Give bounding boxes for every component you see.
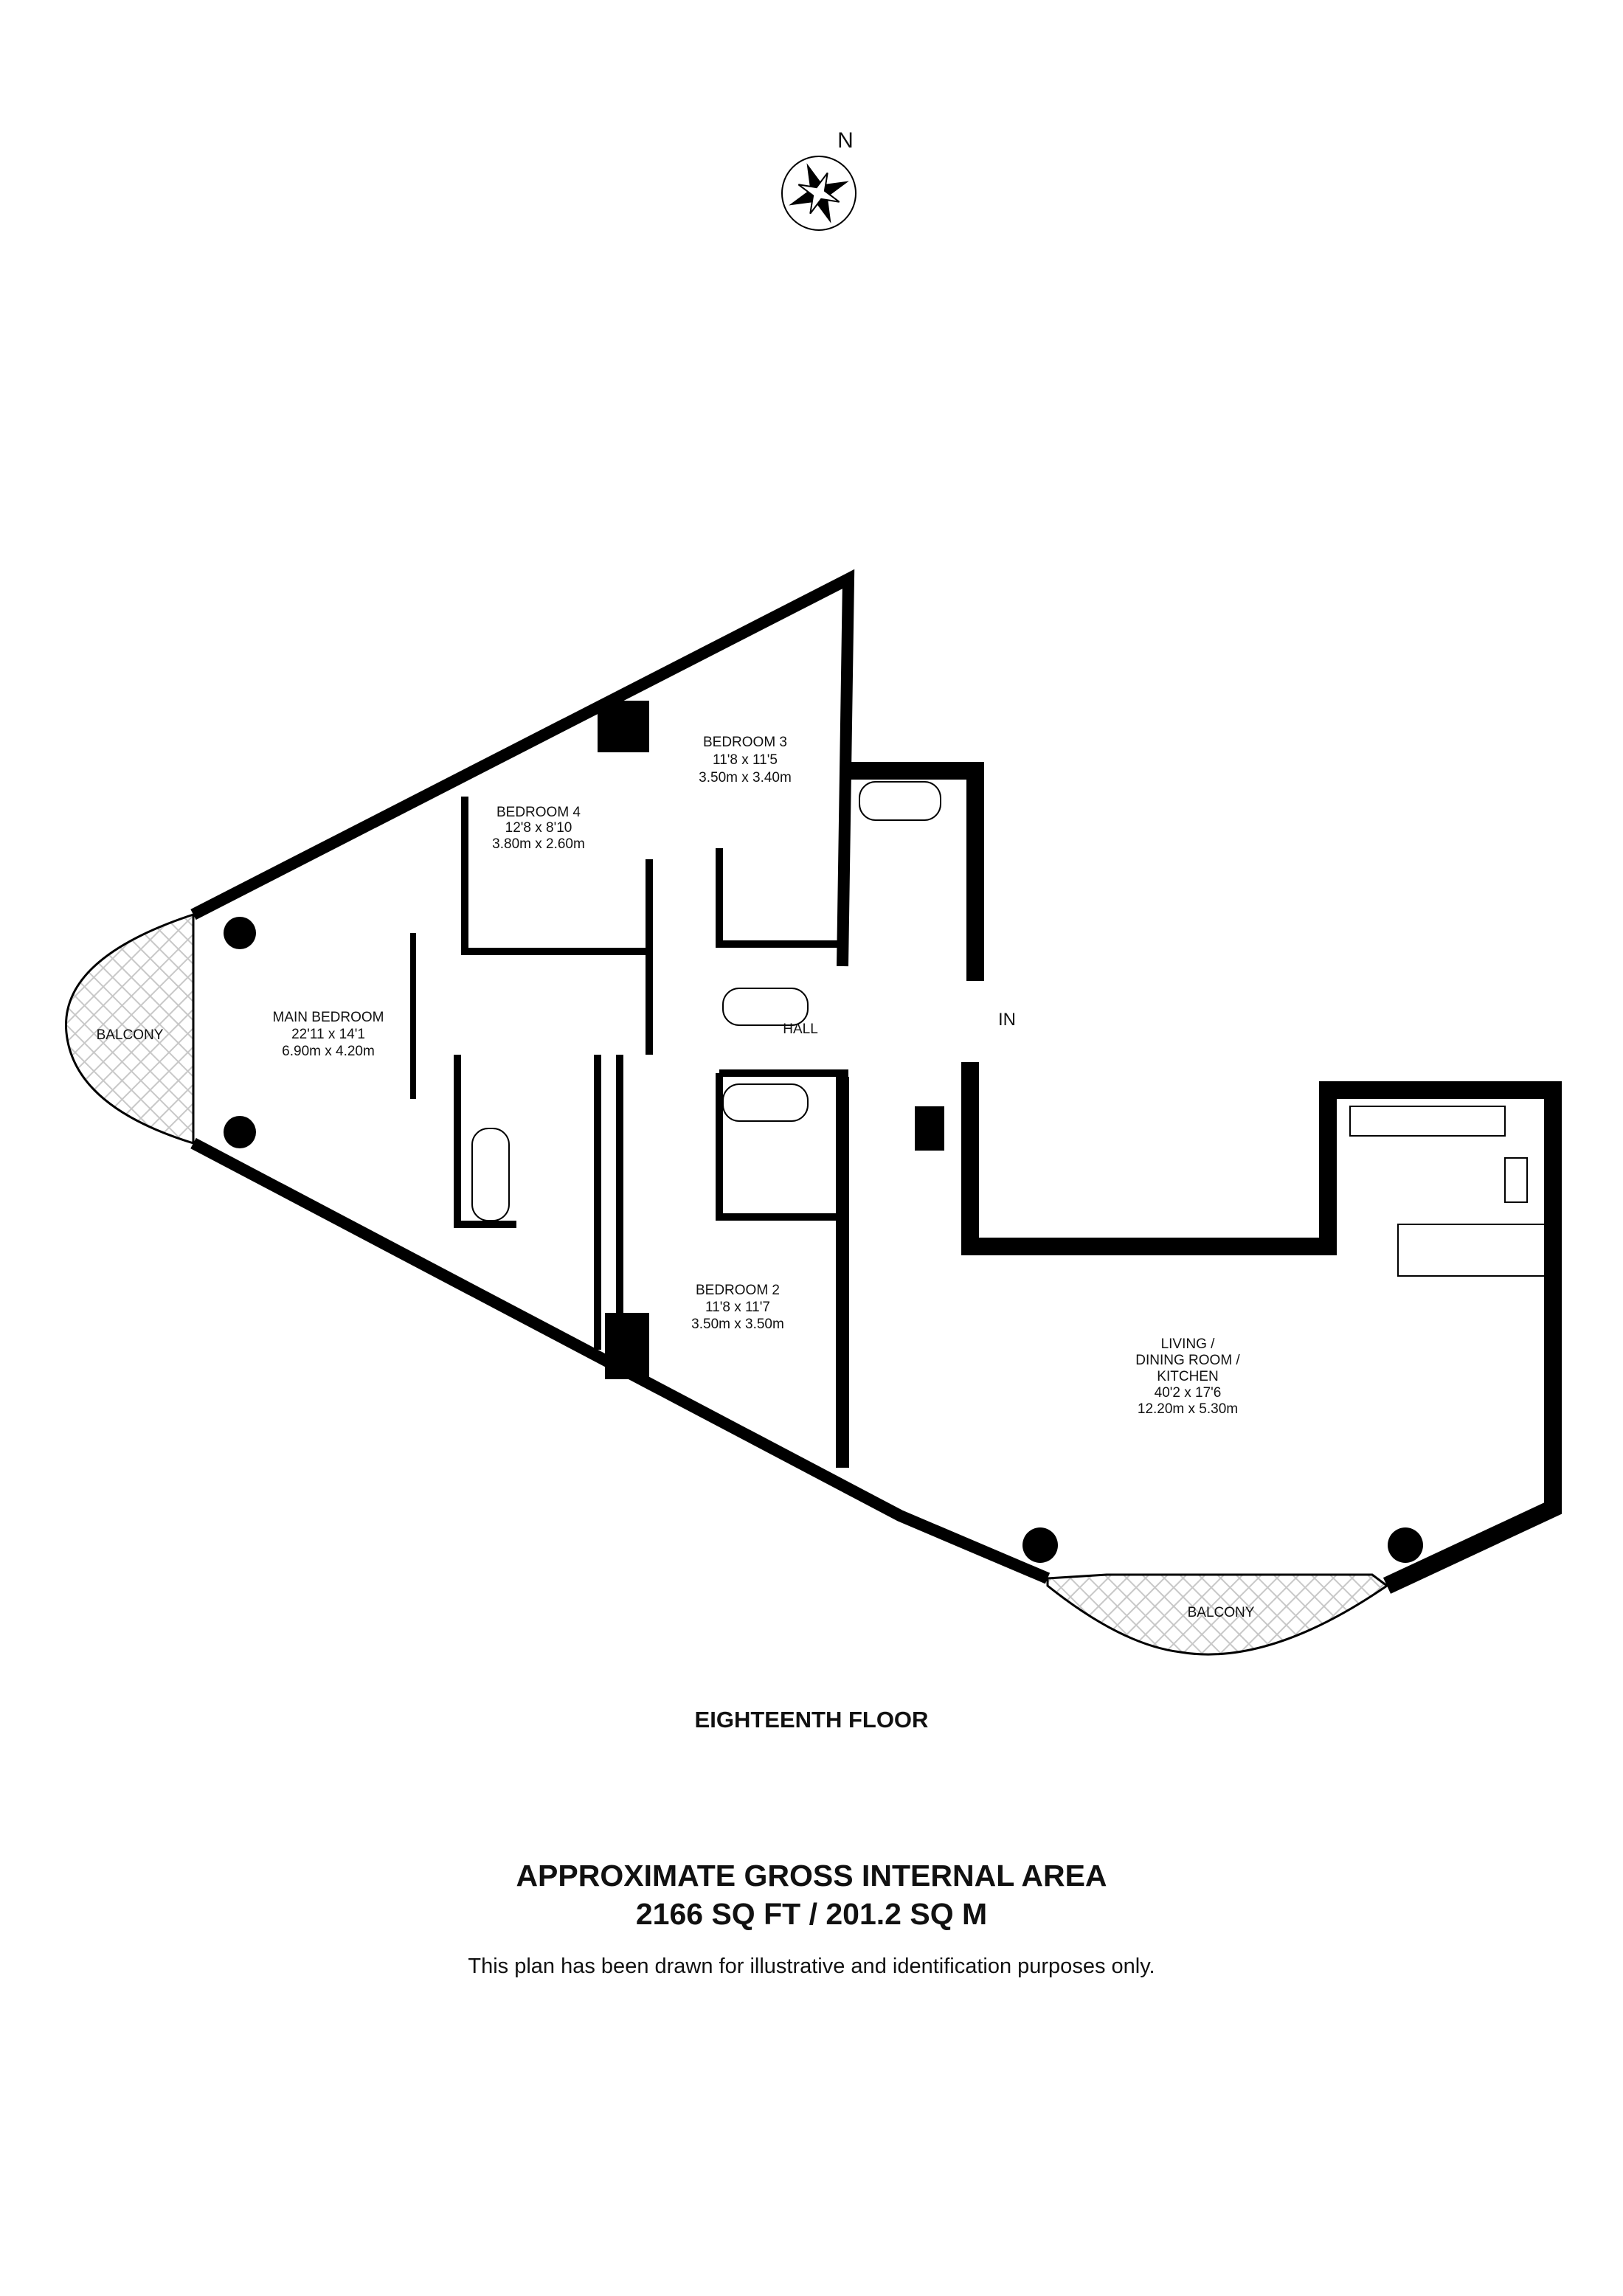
room-name: BEDROOM 4 xyxy=(496,805,581,820)
room-bedroom4: BEDROOM 4 12'8 x 8'10 3.80m x 2.60m xyxy=(492,805,585,852)
compass-north-label: N xyxy=(837,128,854,153)
room-metric: 3.50m x 3.50m xyxy=(691,1317,784,1332)
area-value: 2166 SQ FT / 201.2 SQ M xyxy=(635,1897,988,1931)
balcony-left-label: BALCONY xyxy=(97,1027,164,1043)
fixtures xyxy=(471,781,1554,1277)
room-metric: 6.90m x 4.20m xyxy=(282,1044,375,1059)
walls xyxy=(190,569,1562,1594)
room-main-bedroom: MAIN BEDROOM 22'11 x 14'1 6.90m x 4.20m xyxy=(273,1010,384,1059)
room-name-line: KITCHEN xyxy=(1157,1369,1218,1384)
north-compass-icon: N xyxy=(781,128,857,231)
floor-name: EIGHTEENTH FLOOR xyxy=(694,1707,929,1733)
room-bedroom3: BEDROOM 3 11'8 x 11'5 3.50m x 3.40m xyxy=(699,735,792,785)
room-name: BEDROOM 2 xyxy=(696,1283,780,1298)
area-title: APPROXIMATE GROSS INTERNAL AREA xyxy=(516,1859,1107,1893)
entrance-label: IN xyxy=(998,1010,1016,1030)
room-imperial: 11'8 x 11'7 xyxy=(705,1300,770,1315)
room-metric: 3.50m x 3.40m xyxy=(699,770,792,785)
room-hall: HALL xyxy=(783,1022,818,1037)
balcony-left xyxy=(64,912,195,1145)
balcony-bottom xyxy=(1046,1573,1389,1656)
room-imperial: 12'8 x 8'10 xyxy=(505,820,572,836)
disclaimer: This plan has been drawn for illustrativ… xyxy=(468,1955,1155,1978)
room-imperial: 11'8 x 11'5 xyxy=(713,752,778,768)
room-imperial: 22'11 x 14'1 xyxy=(291,1027,365,1042)
room-imperial: 40'2 x 17'6 xyxy=(1155,1385,1222,1401)
room-living: LIVING / DINING ROOM / KITCHEN 40'2 x 17… xyxy=(1135,1336,1240,1417)
room-metric: 3.80m x 2.60m xyxy=(492,836,585,852)
room-metric: 12.20m x 5.30m xyxy=(1138,1401,1238,1417)
room-name-line: LIVING / xyxy=(1161,1336,1216,1352)
room-name-line: DINING ROOM / xyxy=(1135,1353,1240,1368)
room-name: BEDROOM 3 xyxy=(703,735,787,750)
balcony-bottom-label: BALCONY xyxy=(1188,1605,1255,1620)
room-name: MAIN BEDROOM xyxy=(273,1010,384,1025)
room-bedroom2: BEDROOM 2 11'8 x 11'7 3.50m x 3.50m xyxy=(691,1283,784,1332)
